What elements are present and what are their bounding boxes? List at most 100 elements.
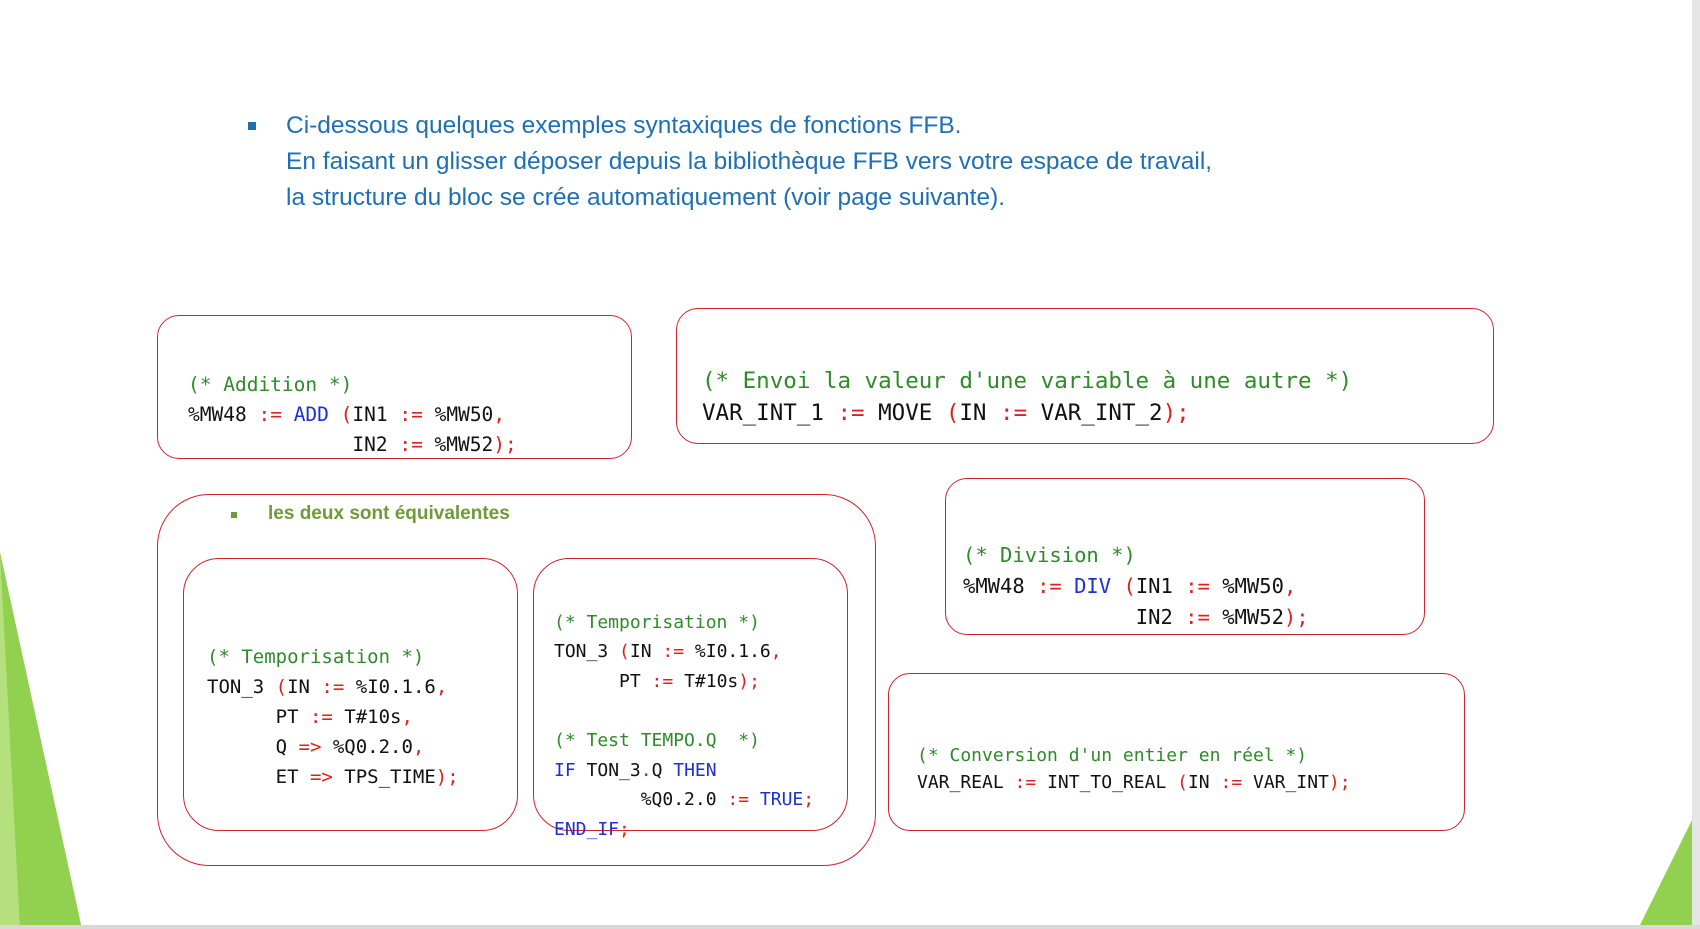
code-token: IN [959, 400, 1001, 426]
code-token: , [412, 736, 425, 758]
code-token: := [651, 670, 674, 692]
code-token: TON_3 [575, 759, 641, 781]
code-token: := [662, 641, 685, 663]
code-token: := [1014, 772, 1037, 793]
code-token: %I0.1.6 [684, 641, 771, 663]
code-token: TPS_TIME [332, 766, 436, 788]
code-token: T#10s [332, 706, 402, 728]
slide-bottom-edge [0, 925, 1700, 929]
code-comment: (* Temporisation *) [554, 611, 760, 633]
code-token: TON_3 [554, 641, 620, 663]
slide-right-edge [1692, 0, 1700, 929]
code-token: IN1 [352, 403, 400, 426]
code-token: IN2 [188, 433, 400, 456]
code-token: := [727, 789, 750, 811]
code-comment: (* Addition *) [188, 373, 353, 396]
code-token: ); [1283, 605, 1309, 629]
code-token: ; [803, 789, 815, 811]
code-token: %Q0.2.0 [321, 736, 413, 758]
code-token: Q [651, 759, 674, 781]
code-box-division [945, 478, 1425, 635]
code-token: %MW52 [422, 433, 494, 456]
code-token: . [640, 759, 652, 781]
code-token: := [309, 706, 333, 728]
code-token: %Q0.2.0 [554, 789, 728, 811]
code-token: VAR_INT_1 [702, 400, 838, 426]
code-token: VAR_INT_2 [1027, 400, 1163, 426]
code-token: := [399, 403, 423, 426]
code-token: := [321, 676, 345, 698]
code-token: := [1185, 605, 1210, 629]
code-comment: (* Test TEMPO.Q *) [554, 729, 760, 751]
code-addition: (* Addition *)%MW48 := ADD (IN1 := %MW50… [188, 340, 517, 490]
note-bullet-icon [231, 512, 237, 518]
code-temporisation-1: (* Temporisation *) TON_3 (IN := %I0.1.6,… [207, 612, 459, 822]
code-token: := [1185, 574, 1210, 598]
code-token [1062, 574, 1074, 598]
code-comment: (* Envoi la valeur d'une variable à une … [702, 368, 1353, 394]
code-comment: (* Temporisation *) [207, 646, 425, 668]
code-conversion: (* Conversion d'un entier en réel *) VAR_… [917, 715, 1351, 823]
code-token: ); [1328, 772, 1351, 793]
code-token: := [258, 403, 282, 426]
code-token: , [770, 641, 782, 663]
code-token: %MW50 [422, 403, 494, 426]
intro-text: Ci-dessous quelques exemples syntaxiques… [286, 108, 1212, 216]
code-token: ( [1177, 772, 1188, 793]
code-token: ( [1111, 574, 1136, 598]
code-token: VAR_REAL [917, 772, 1015, 793]
bullet-square-icon [248, 122, 256, 130]
code-comment: (* Conversion d'un entier en réel *) [917, 745, 1308, 766]
code-token: %MW52 [1209, 605, 1284, 629]
code-token: DIV [1074, 574, 1112, 598]
code-box-addition [157, 315, 632, 459]
code-token: IN [629, 641, 663, 663]
code-token: THEN [673, 759, 717, 781]
code-token: %I0.1.6 [344, 676, 436, 698]
code-token: ; [619, 818, 630, 840]
code-token: := [1220, 772, 1243, 793]
code-box-temporisation-1 [183, 558, 518, 831]
code-token [749, 789, 760, 810]
code-token: IF [554, 759, 576, 781]
code-token: ); [435, 766, 459, 788]
code-token: ( [275, 676, 288, 698]
code-token: IN [287, 676, 322, 698]
code-token: %MW50 [1209, 574, 1284, 598]
code-token: PT [207, 706, 310, 728]
code-token [282, 403, 294, 426]
left-green-triangle [0, 552, 82, 929]
code-temporisation-2: (* Temporisation *) TON_3 (IN := %I0.1.6,… [554, 578, 814, 874]
code-token: := [399, 433, 423, 456]
code-token: := [1037, 574, 1062, 598]
code-token: IN2 [963, 605, 1186, 629]
left-green-triangle-light [0, 552, 20, 929]
code-token: := [1000, 400, 1028, 426]
code-token: ); [493, 433, 517, 456]
code-token: ET [207, 766, 310, 788]
right-green-triangle [1640, 820, 1692, 925]
code-token: ); [1162, 400, 1190, 426]
intro-line-3: la structure du bloc se crée automatique… [286, 184, 1006, 211]
code-token: VAR_INT [1242, 772, 1329, 793]
code-token: %MW48 [188, 403, 259, 426]
code-token: %MW48 [963, 574, 1038, 598]
code-box-temporisation-2 [533, 558, 848, 831]
code-token: INT_TO_REAL [1036, 772, 1178, 793]
code-token: ( [328, 403, 353, 426]
code-comment: (* Division *) [963, 543, 1136, 567]
code-token: , [401, 706, 413, 728]
code-token: Q [207, 736, 299, 758]
code-division: (* Division *)%MW48 := DIV (IN1 := %MW50… [963, 509, 1309, 664]
code-move: (* Envoi la valeur d'une variable à une … [702, 333, 1352, 461]
code-token: PT [554, 670, 652, 692]
code-token: END_IF [554, 818, 620, 840]
code-token: TRUE [759, 789, 804, 811]
intro-line-1: Ci-dessous quelques exemples syntaxiques… [286, 112, 962, 139]
code-token: ( [619, 641, 630, 663]
intro-line-2: En faisant un glisser déposer depuis la … [286, 148, 1213, 175]
code-token: ( [945, 400, 960, 426]
code-token: := [837, 400, 865, 426]
code-token: , [1283, 574, 1297, 598]
code-token: TON_3 [207, 676, 276, 698]
